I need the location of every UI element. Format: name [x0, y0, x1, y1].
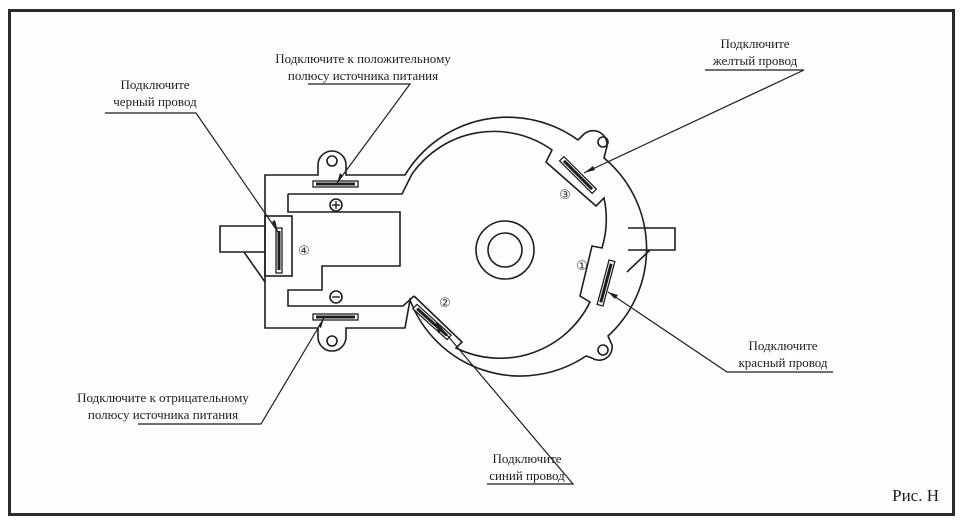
- connector-negative: [312, 313, 359, 321]
- figure-caption: Рис. Н: [892, 486, 939, 505]
- label-black-wire-line2: черный провод: [113, 94, 197, 109]
- hub-outer: [475, 220, 535, 280]
- terminal-4-pocket: [264, 215, 293, 277]
- label-red-wire: Подключите красный провод: [728, 337, 838, 371]
- right-mount-tab: [626, 227, 676, 273]
- leader-yellow: [583, 69, 805, 174]
- inner-ring: [411, 130, 608, 359]
- connector-3: [558, 155, 598, 195]
- figure-frame: [8, 9, 955, 516]
- label-negative-pole: Подключите к отрицательному полюсу источ…: [58, 389, 268, 423]
- leader-blue: [435, 321, 575, 485]
- terminal-number-1: ①: [576, 259, 588, 274]
- label-blue-line1: Подключите: [492, 451, 562, 466]
- terminal-number-4: ④: [298, 244, 310, 259]
- minus-symbol-circle: [329, 290, 343, 304]
- terminal-number-2: ②: [439, 296, 451, 311]
- mount-hole-top: [326, 155, 338, 167]
- connector-1: [596, 259, 616, 307]
- mount-hole-bottom: [326, 335, 338, 347]
- mount-hole-bottom-right: [597, 344, 609, 356]
- label-blue-wire: Подключите синий провод: [472, 450, 582, 484]
- arrowhead-red: [608, 292, 618, 299]
- label-red-line2: красный провод: [738, 355, 828, 370]
- label-negative-line2: полюсу источника питания: [87, 407, 239, 422]
- label-blue-line2: синий провод: [489, 468, 565, 483]
- housing-outline: [264, 116, 648, 377]
- connector-4: [275, 227, 283, 274]
- arrowhead-yellow: [584, 166, 595, 173]
- arrowhead-black: [272, 220, 278, 232]
- label-positive-line1: Подключите к положительному: [275, 51, 451, 66]
- leader-black-wire: [105, 112, 279, 233]
- label-black-wire: Подключите черный провод: [100, 76, 210, 110]
- plus-symbol-circle: [329, 198, 343, 212]
- leader-positive: [308, 83, 412, 184]
- inner-channel: [287, 173, 415, 307]
- leader-red: [607, 291, 833, 373]
- connector-positive: [312, 180, 359, 188]
- mount-hole-top-right: [597, 136, 609, 148]
- arrowhead-blue: [436, 322, 442, 333]
- arrowhead-positive: [337, 173, 343, 183]
- label-yellow-line1: Подключите: [720, 36, 790, 51]
- hub-inner: [487, 232, 523, 268]
- label-yellow-wire: Подключите желтый провод: [700, 35, 810, 69]
- label-black-wire-line1: Подключите: [120, 77, 190, 92]
- arrowhead-negative: [318, 318, 324, 328]
- label-red-line1: Подключите: [748, 338, 818, 353]
- terminal-number-3: ③: [559, 188, 571, 203]
- label-negative-line1: Подключите к отрицательному: [77, 390, 249, 405]
- label-yellow-line2: желтый провод: [712, 53, 798, 68]
- left-mount-tab: [219, 225, 266, 283]
- label-positive-pole: Подключите к положительному полюсу источ…: [258, 50, 468, 84]
- leader-negative: [138, 317, 325, 425]
- label-positive-line2: полюсу источника питания: [287, 68, 439, 83]
